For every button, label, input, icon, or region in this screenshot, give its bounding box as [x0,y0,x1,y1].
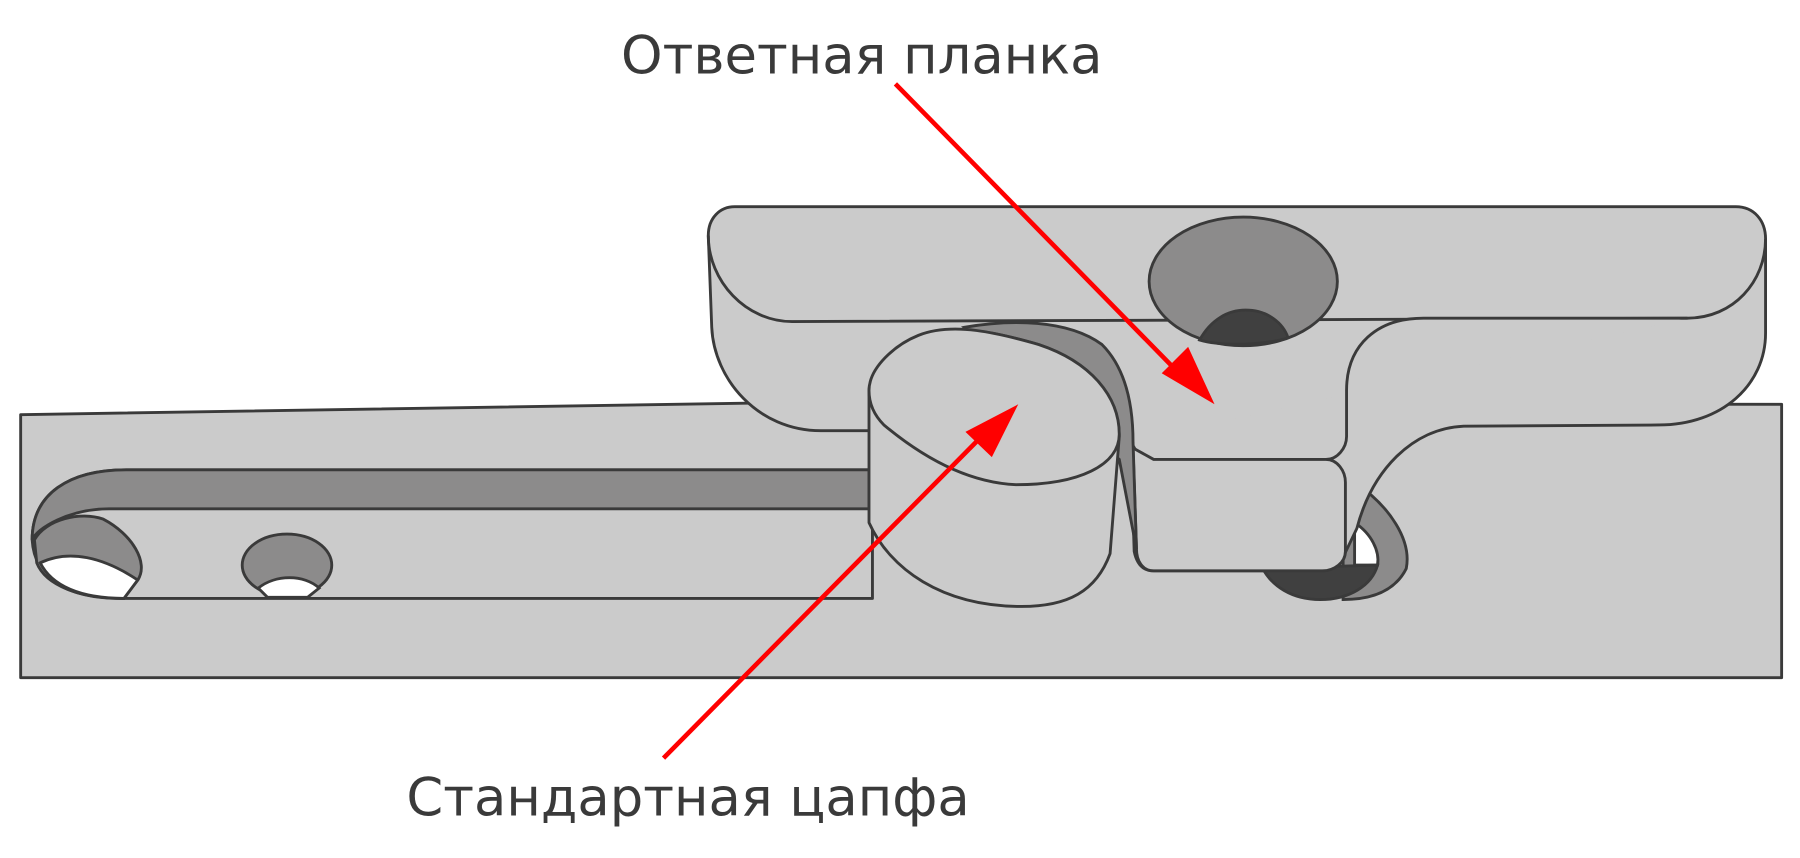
arrow-to-strike-plate [893,82,1215,405]
standard-pin-label: Стандартная цапфа [406,767,969,828]
strike-plate [706,205,1767,573]
standard-pin [867,321,1138,608]
strike-plate-label: Ответная планка [621,25,1102,86]
countersunk-hole [1147,215,1339,348]
arrow-to-pin [661,404,1019,760]
